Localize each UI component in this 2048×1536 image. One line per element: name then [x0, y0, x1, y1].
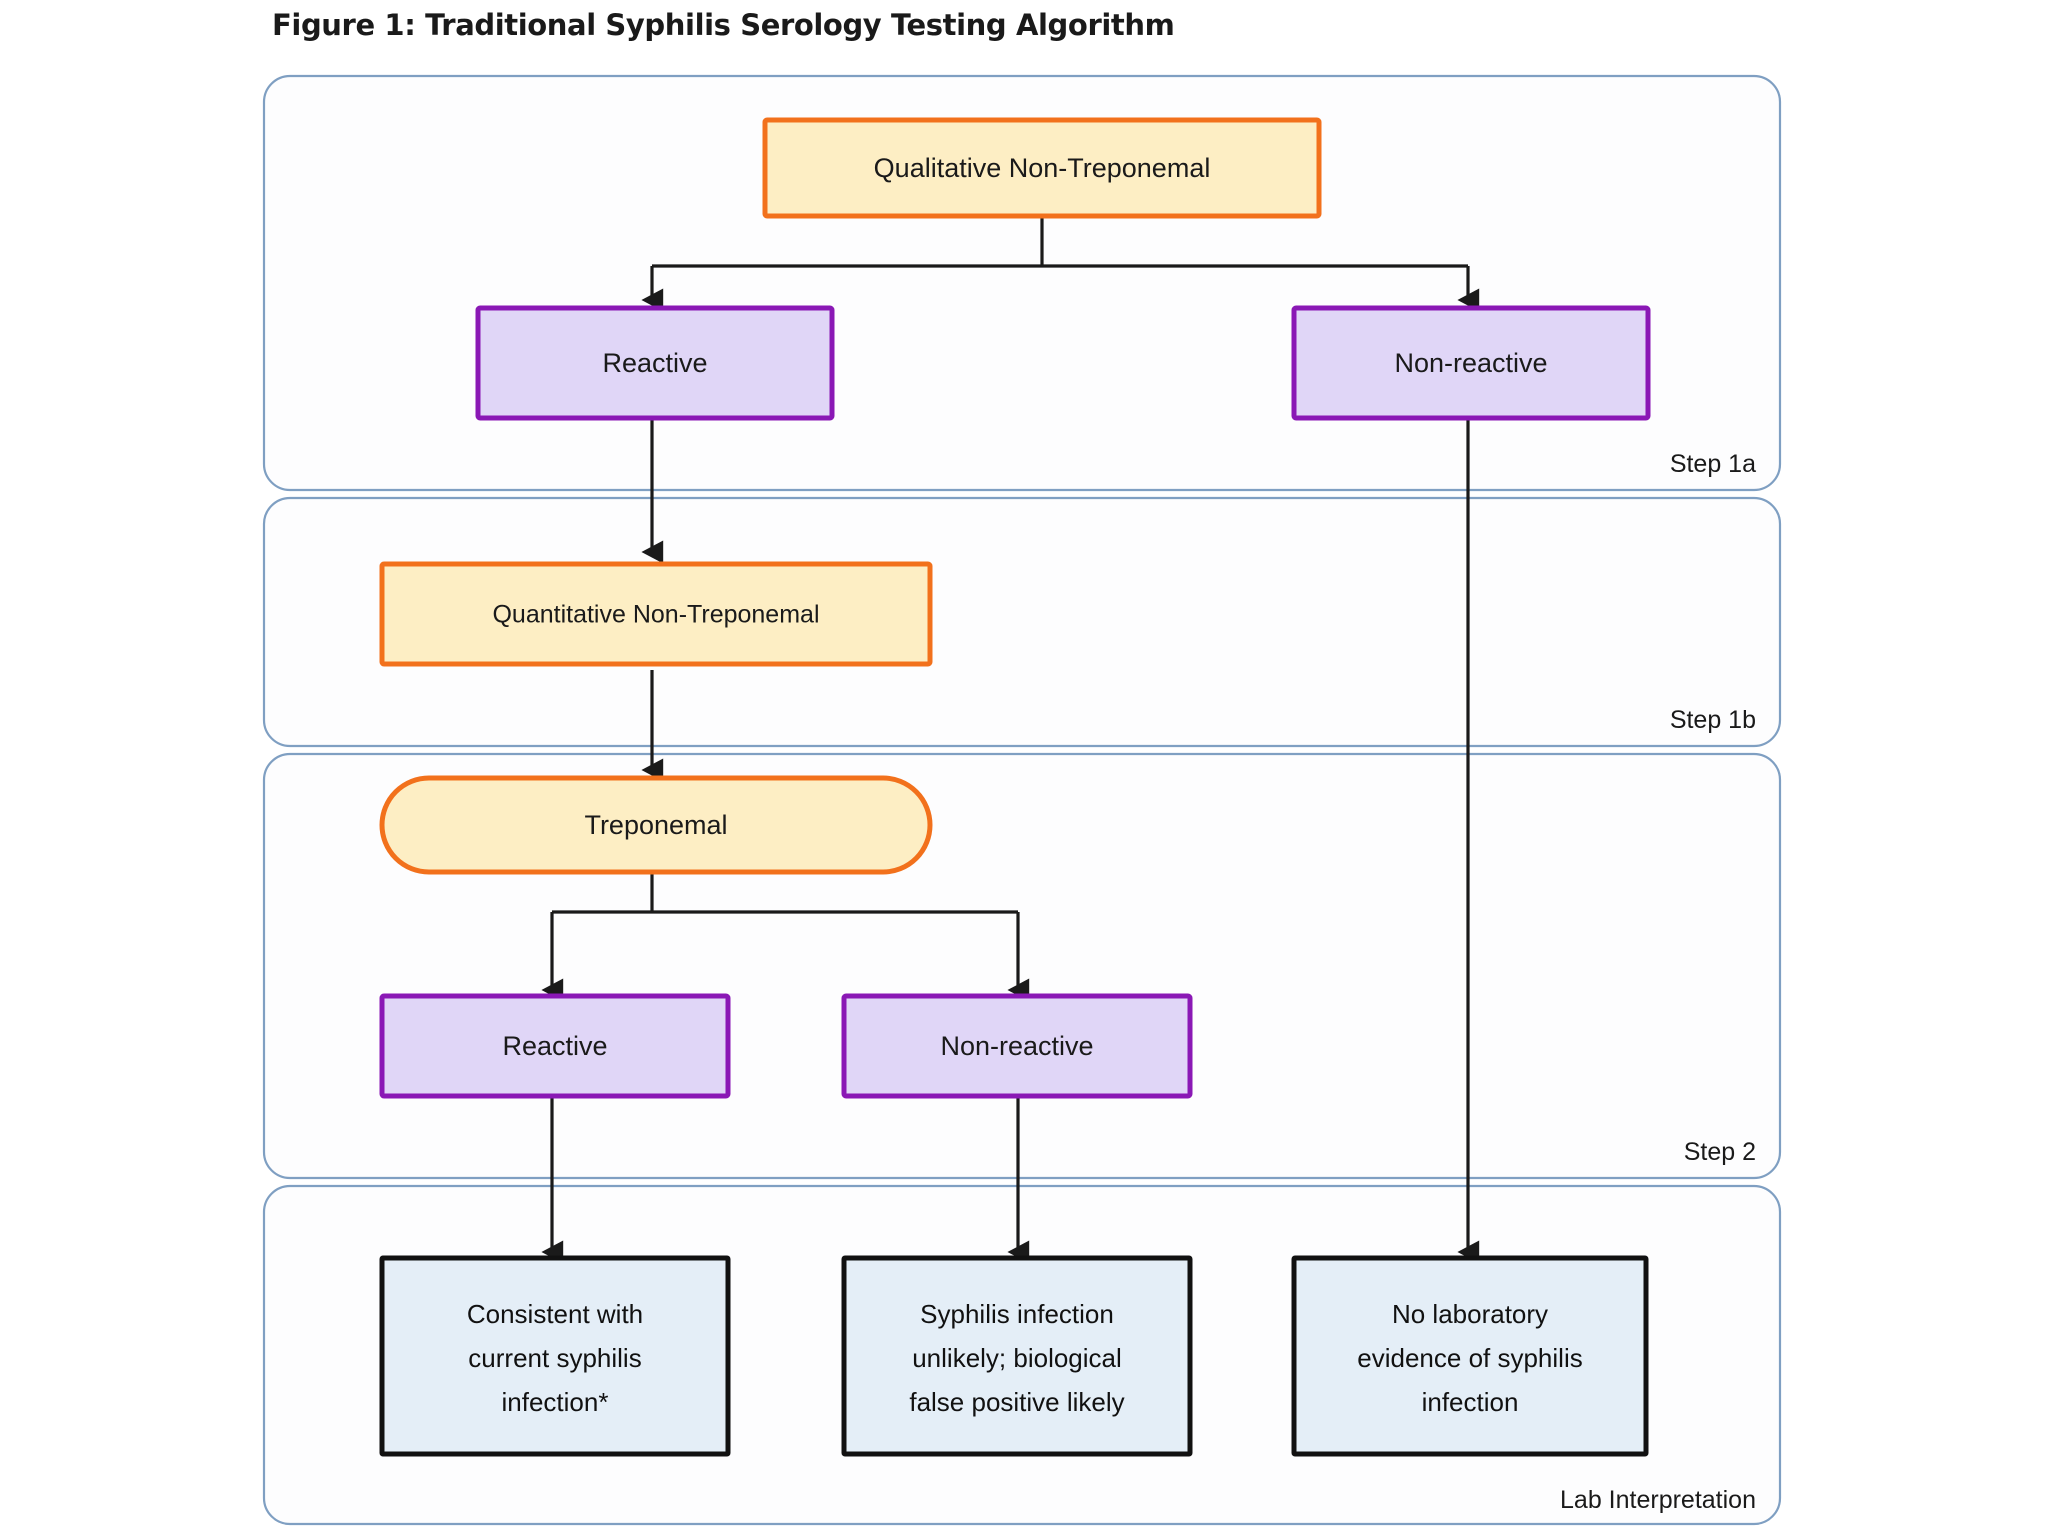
node-result-no-evidence-box[interactable]	[1291, 1255, 1649, 1457]
node-step1a-non-reactive-box[interactable]	[1291, 305, 1651, 421]
panel-step1b-label: Step 1b	[1670, 706, 1756, 734]
node-qualitative-non-treponemal-label: Qualitative Non-Treponemal	[874, 153, 1211, 183]
panel-step1a-label: Step 1a	[1670, 450, 1756, 478]
node-step1a-reactive-label: Reactive	[602, 348, 707, 378]
node-result-no-evidence-line2: evidence of syphilis	[1357, 1343, 1582, 1373]
node-treponemal-box[interactable]	[379, 775, 933, 875]
panel-step2-label: Step 2	[1684, 1138, 1756, 1166]
node-step2-reactive-label: Reactive	[502, 1031, 607, 1061]
node-qualitative-non-treponemal[interactable]: Qualitative Non-Treponemal	[762, 117, 1322, 219]
node-quantitative-non-treponemal[interactable]: Quantitative Non-Treponemal	[379, 561, 933, 667]
node-step2-non-reactive[interactable]: Non-reactive	[841, 993, 1193, 1099]
node-result-consistent-line3: infection*	[502, 1387, 609, 1417]
node-result-consistent-line1: Consistent with	[467, 1299, 643, 1329]
node-step2-reactive-box[interactable]	[379, 993, 731, 1099]
node-result-unlikely-line2: unlikely; biological	[912, 1343, 1122, 1373]
connector-group	[541, 218, 1480, 1264]
node-quantitative-non-treponemal-box[interactable]	[379, 561, 933, 667]
node-quantitative-non-treponemal-label: Quantitative Non-Treponemal	[492, 601, 819, 629]
node-treponemal-label: Treponemal	[584, 810, 727, 840]
node-result-no-evidence-line1: No laboratory	[1392, 1299, 1548, 1329]
node-step1a-non-reactive-label: Non-reactive	[1394, 348, 1547, 378]
node-step1a-non-reactive[interactable]: Non-reactive	[1291, 305, 1651, 421]
node-step2-non-reactive-box[interactable]	[841, 993, 1193, 1099]
node-result-unlikely[interactable]: Syphilis infection unlikely; biological …	[841, 1255, 1193, 1457]
panel-lab-interpretation-label: Lab Interpretation	[1560, 1486, 1756, 1514]
node-result-unlikely-line1: Syphilis infection	[920, 1299, 1114, 1329]
node-treponemal[interactable]: Treponemal	[379, 775, 933, 875]
node-result-unlikely-box[interactable]	[841, 1255, 1193, 1457]
node-step2-non-reactive-label: Non-reactive	[940, 1031, 1093, 1061]
node-step1a-reactive[interactable]: Reactive	[475, 305, 835, 421]
node-step1a-reactive-box[interactable]	[475, 305, 835, 421]
node-result-consistent[interactable]: Consistent with current syphilis infecti…	[379, 1255, 731, 1457]
node-result-consistent-box[interactable]	[379, 1255, 731, 1457]
node-result-unlikely-line3: false positive likely	[909, 1387, 1124, 1417]
node-step2-reactive[interactable]: Reactive	[379, 993, 731, 1099]
node-result-no-evidence-line3: infection	[1422, 1387, 1519, 1417]
page-title: Figure 1: Traditional Syphilis Serology …	[272, 8, 1175, 42]
node-qualitative-non-treponemal-box[interactable]	[762, 117, 1322, 219]
node-result-consistent-line2: current syphilis	[468, 1343, 641, 1373]
node-result-no-evidence[interactable]: No laboratory evidence of syphilis infec…	[1291, 1255, 1649, 1457]
